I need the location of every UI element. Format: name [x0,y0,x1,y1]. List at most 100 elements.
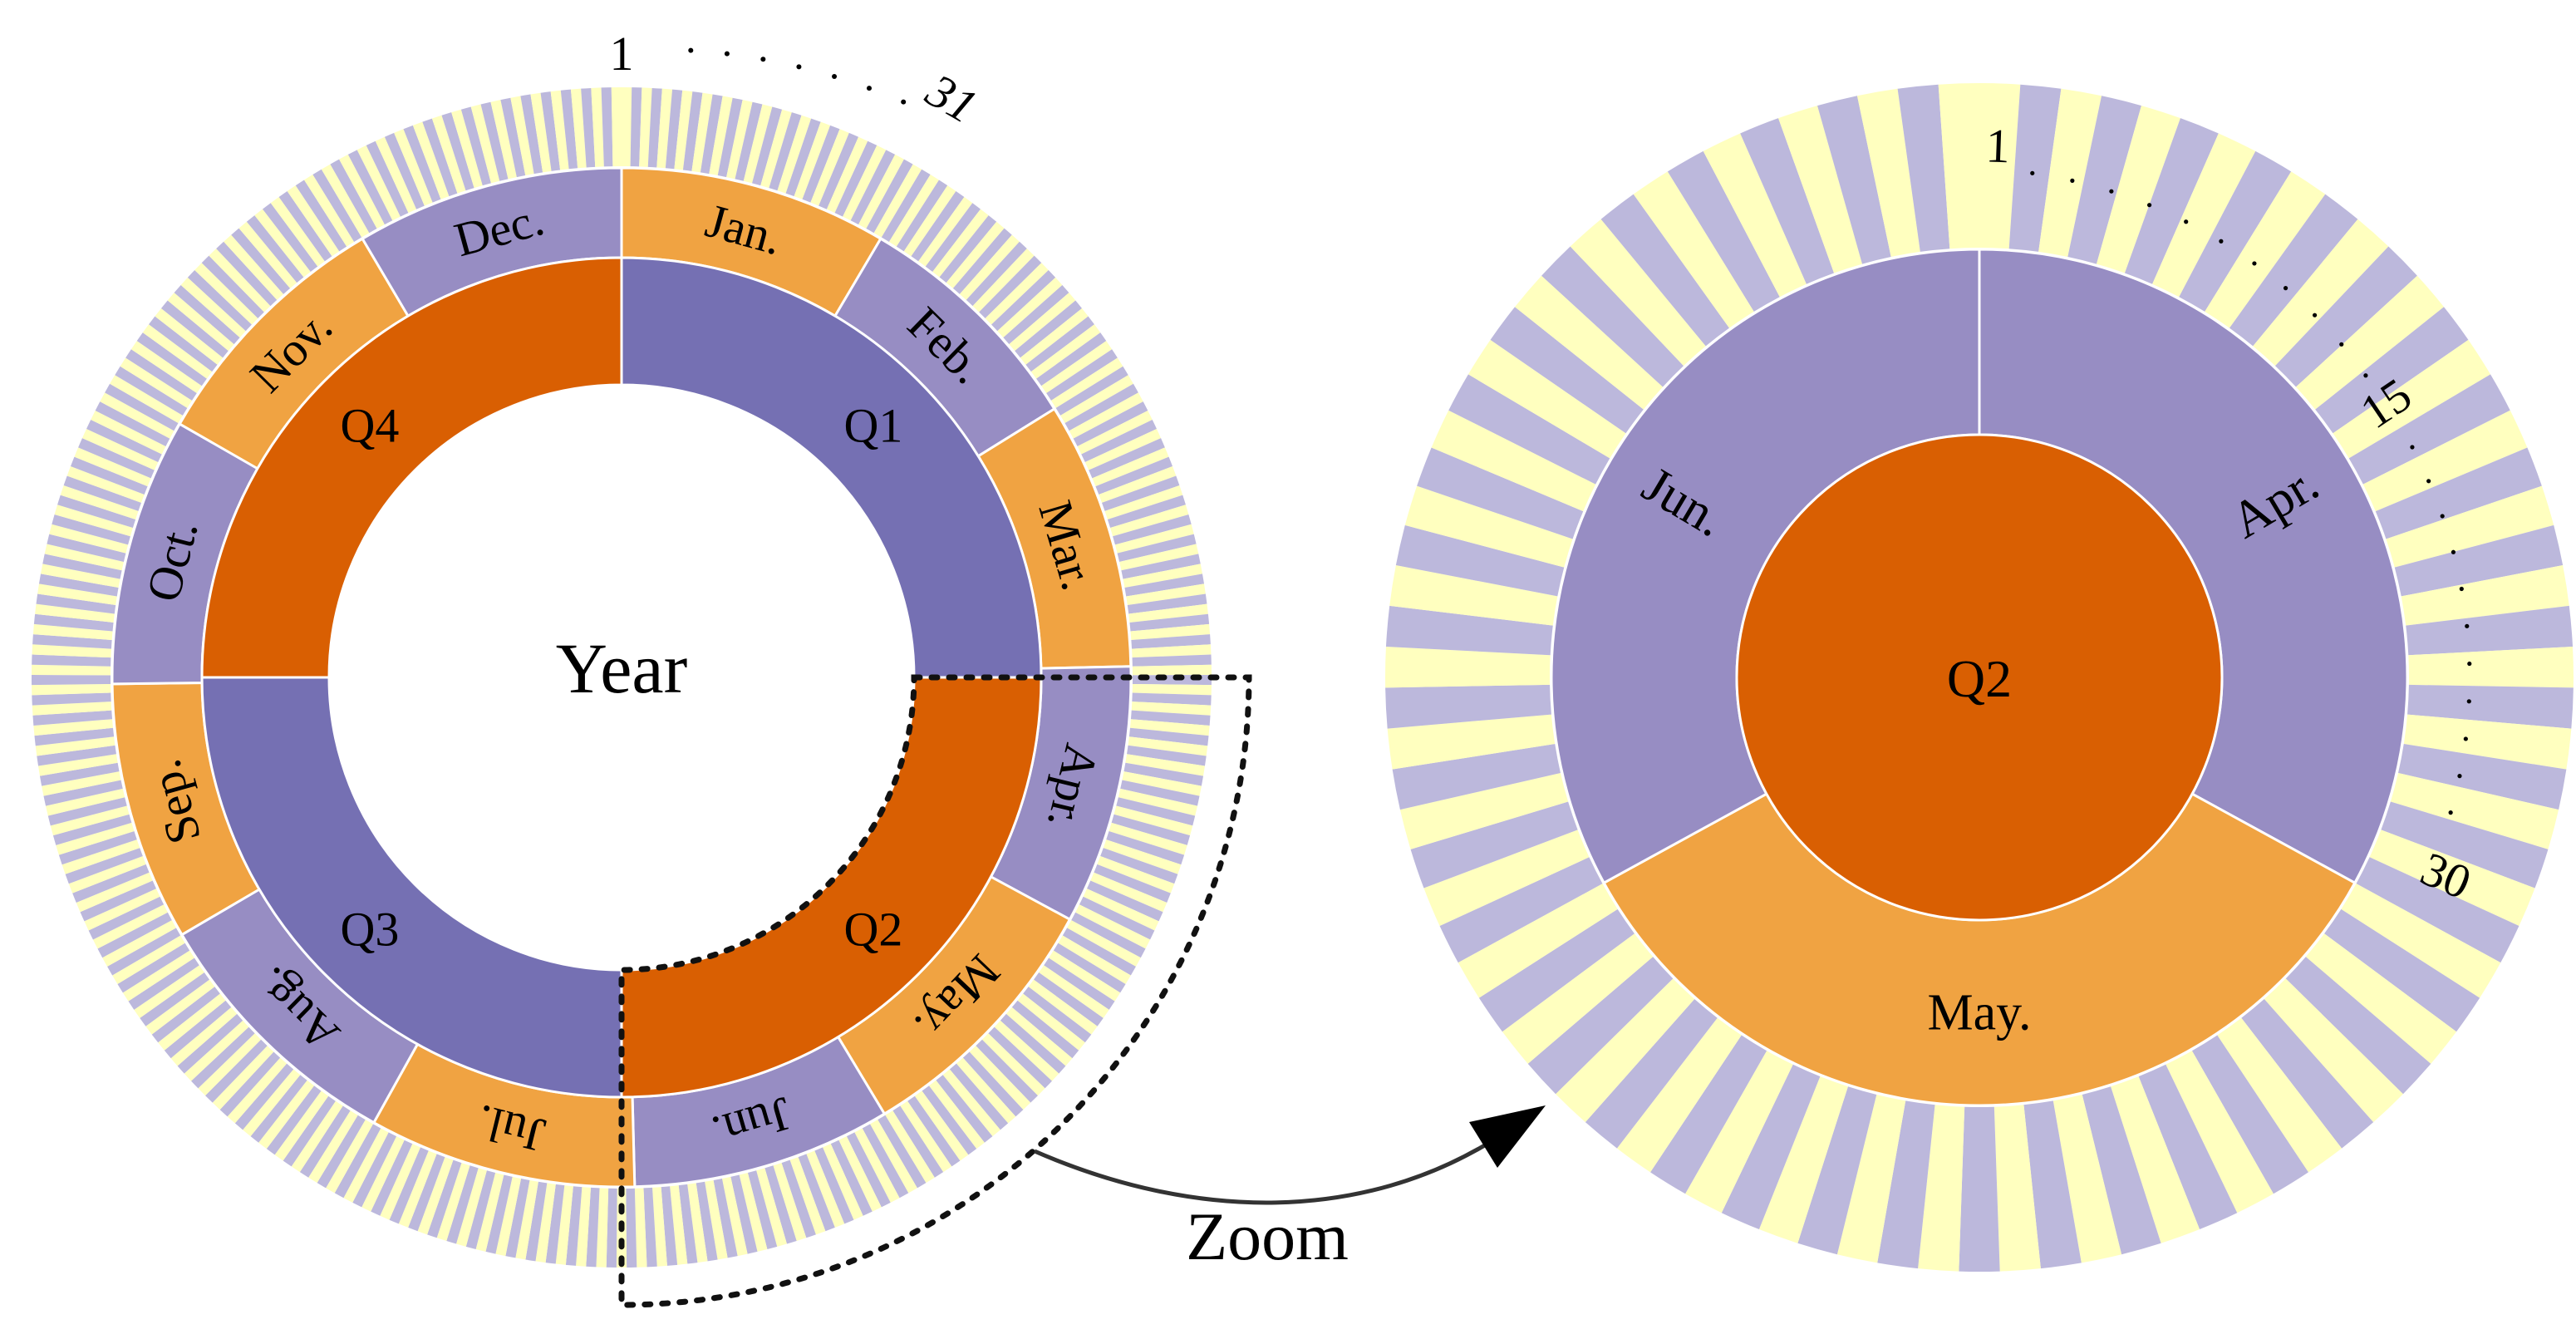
day-segment [962,1051,1024,1117]
day-segment [47,534,126,562]
day-segment [1797,1086,1877,1255]
day-segment [1075,904,1151,949]
day-segment [446,1165,479,1244]
day-segment [1130,623,1211,641]
day-segment [1081,419,1157,463]
day-segment [505,1178,530,1258]
day-segment [764,1165,797,1244]
day-segment [456,1168,487,1247]
day-segment [2274,246,2417,387]
day-segment [1083,889,1159,931]
day-segment [485,1174,513,1254]
day-segment [2398,743,2567,810]
day-segment [1585,998,1718,1149]
day-marker-dot [724,51,730,57]
day-segment [32,701,112,716]
day-segment [888,175,939,247]
day-segment [1119,544,1199,571]
day-segment [596,1188,609,1268]
day-segment [417,1157,454,1235]
day-segment [500,97,526,178]
day-segment [187,269,252,332]
day-segment [1897,84,1950,252]
day-segment [274,1090,329,1161]
day-segment [611,87,622,167]
day-segment [1514,275,1663,410]
day-segment [234,1063,294,1130]
day-segment [2191,1035,2308,1194]
day-segment [35,736,116,756]
day-segment [191,1026,255,1089]
day-segment [128,957,199,1010]
day-segment [145,979,215,1035]
day-segment [515,1179,538,1260]
day-segment [900,1100,952,1173]
day-segment [601,87,613,167]
day-segment [78,438,155,479]
day-segment [878,1115,927,1189]
day-segment [155,308,224,365]
day-segment [752,106,783,186]
day-segment [747,1170,778,1249]
day-segment [262,203,318,272]
day-segment [321,164,370,238]
day-segment [2375,447,2542,539]
day-segment [347,150,393,225]
right-day-marker-dots [2030,170,2472,815]
day-segment [2348,374,2510,485]
day-segment [412,121,450,199]
day-segment [408,1154,445,1232]
day-segment [2407,684,2574,729]
day-segment [2305,933,2457,1064]
day-segment [1131,701,1212,716]
day-segment [918,197,973,267]
day-segment [626,1188,637,1268]
day-segment [1448,374,1610,485]
day-segment [2394,524,2564,597]
day-segment [295,180,347,252]
day-segment [1053,943,1126,993]
day-segment [985,263,1049,325]
day-segment [238,221,297,288]
day-segment [431,115,466,194]
right-sunburst-q2: Apr.May.Jun. Q2 1 15 30 [1385,83,2574,1272]
day-segment [2408,646,2574,688]
day-segment [209,249,271,313]
day-segment [1011,1000,1079,1059]
day-segment [205,1039,268,1103]
day-segment [32,664,111,676]
quarter-segment [620,256,1043,679]
left-month-ring: Jan.Feb.Mar.Apr.May.Jun.Jul.Aug.Sep.Oct.… [111,166,1133,1189]
day-marker-dot [866,86,872,91]
day-segment [38,754,118,776]
day-segment [1127,593,1207,614]
day-segment [2217,1017,2342,1173]
day-segment [32,692,111,706]
day-segment [34,727,115,746]
day-segment [922,1085,977,1155]
day-segment [174,284,240,345]
day-marker-dot [2109,189,2114,194]
day-marker-dot [2451,549,2456,554]
day-segment [656,88,673,169]
day-segment [966,241,1027,307]
day-marker-dot [2030,170,2035,175]
day-segment [88,896,165,940]
day-segment [2264,978,2403,1123]
day-segment [177,1013,243,1074]
day-segment [576,1187,591,1267]
day-segment [65,848,143,884]
day-segment [1005,1007,1073,1066]
day-segment [66,466,145,503]
day-marker-dot [2184,219,2189,224]
day-segment [928,1080,985,1149]
left-center-hole [330,386,913,969]
day-segment [224,234,284,300]
day-marker-dot [796,64,802,70]
day-segment [1033,972,1104,1026]
day-segment [802,125,840,203]
day-segment [907,1095,961,1167]
day-segment [1633,171,1754,328]
day-segment [1132,692,1212,706]
